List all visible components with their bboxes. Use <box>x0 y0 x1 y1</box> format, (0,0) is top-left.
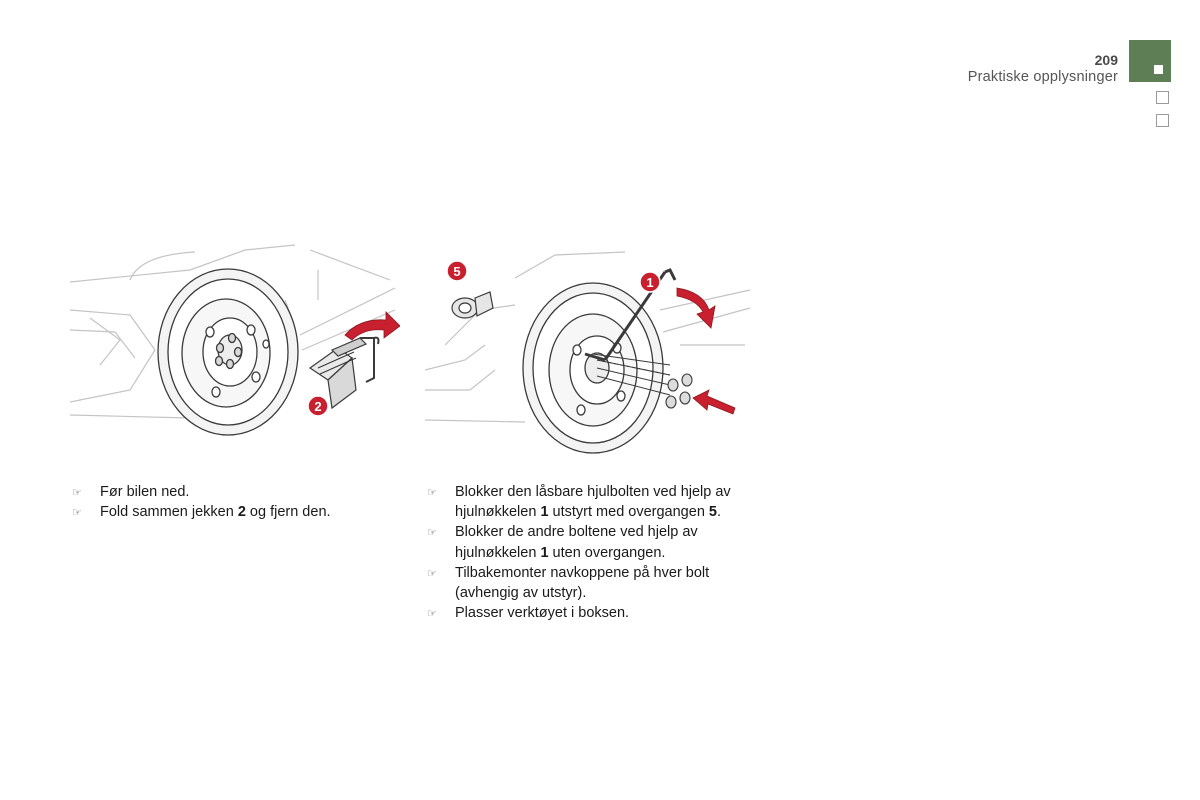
chapter-tab-marker <box>1154 65 1163 74</box>
callout-1: 1 <box>639 271 661 293</box>
page-number: 209 <box>1094 52 1118 68</box>
chapter-index-box <box>1156 114 1169 127</box>
page-header: 209 Praktiske opplysninger <box>968 52 1118 86</box>
instruction-item: ☞ Blokker den låsbare hjulbolten ved hjel… <box>427 482 757 522</box>
pointing-hand-icon: ☞ <box>427 567 437 580</box>
figure-lower-car-jack: 2 <box>70 240 400 440</box>
instructions-left: ☞ Før bilen ned. ☞ Fold sammen jekken 2 og … <box>72 482 392 522</box>
pointing-hand-icon: ☞ <box>72 507 82 520</box>
callout-1-label: 1 <box>646 275 653 290</box>
section-title: Praktiske opplysninger <box>967 69 1118 85</box>
pointing-hand-icon: ☞ <box>427 527 437 540</box>
wheel-bolt-illustration: 5 1 <box>425 251 751 454</box>
instruction-text: Fold sammen jekken 2 og fjern den. <box>100 504 331 521</box>
instruction-text: Plasser verktøyet i boksen. <box>455 605 630 622</box>
instruction-item: ☞ Blokker de andre boltene ved hjelp av h… <box>427 522 757 562</box>
chapter-index-box <box>1156 91 1169 104</box>
instruction-text: Før bilen ned. <box>100 484 190 500</box>
figure-wheel-bolts: 5 1 <box>425 250 755 455</box>
pointing-hand-icon: ☞ <box>427 487 437 499</box>
callout-5-label: 5 <box>453 264 460 279</box>
instruction-item: ☞ Plasser verktøyet i boksen. <box>427 603 757 623</box>
instruction-item: ☞ Før bilen ned. <box>72 482 392 502</box>
chapter-tab <box>1129 40 1171 82</box>
callout-2-label: 2 <box>314 399 321 414</box>
instruction-item: ☞ Fold sammen jekken 2 og fjern den. <box>72 502 392 522</box>
instruction-text: Blokker den låsbare hjulbolten ved hjelp… <box>455 484 731 521</box>
callout-2: 2 <box>307 395 329 417</box>
instructions-right: ☞ Blokker den låsbare hjulbolten ved hjel… <box>427 482 757 623</box>
pointing-hand-icon: ☞ <box>72 487 82 499</box>
instruction-text: Tilbakemonter navkoppene på hver bolt (a… <box>455 564 710 602</box>
instruction-item: ☞ Tilbakemonter navkoppene på hver bolt (… <box>427 563 757 603</box>
instruction-text: Blokker de andre boltene ved hjelp av hj… <box>455 524 698 561</box>
callout-5: 5 <box>446 260 468 282</box>
jack-illustration: 2 <box>70 244 400 436</box>
pointing-hand-icon: ☞ <box>427 608 437 621</box>
